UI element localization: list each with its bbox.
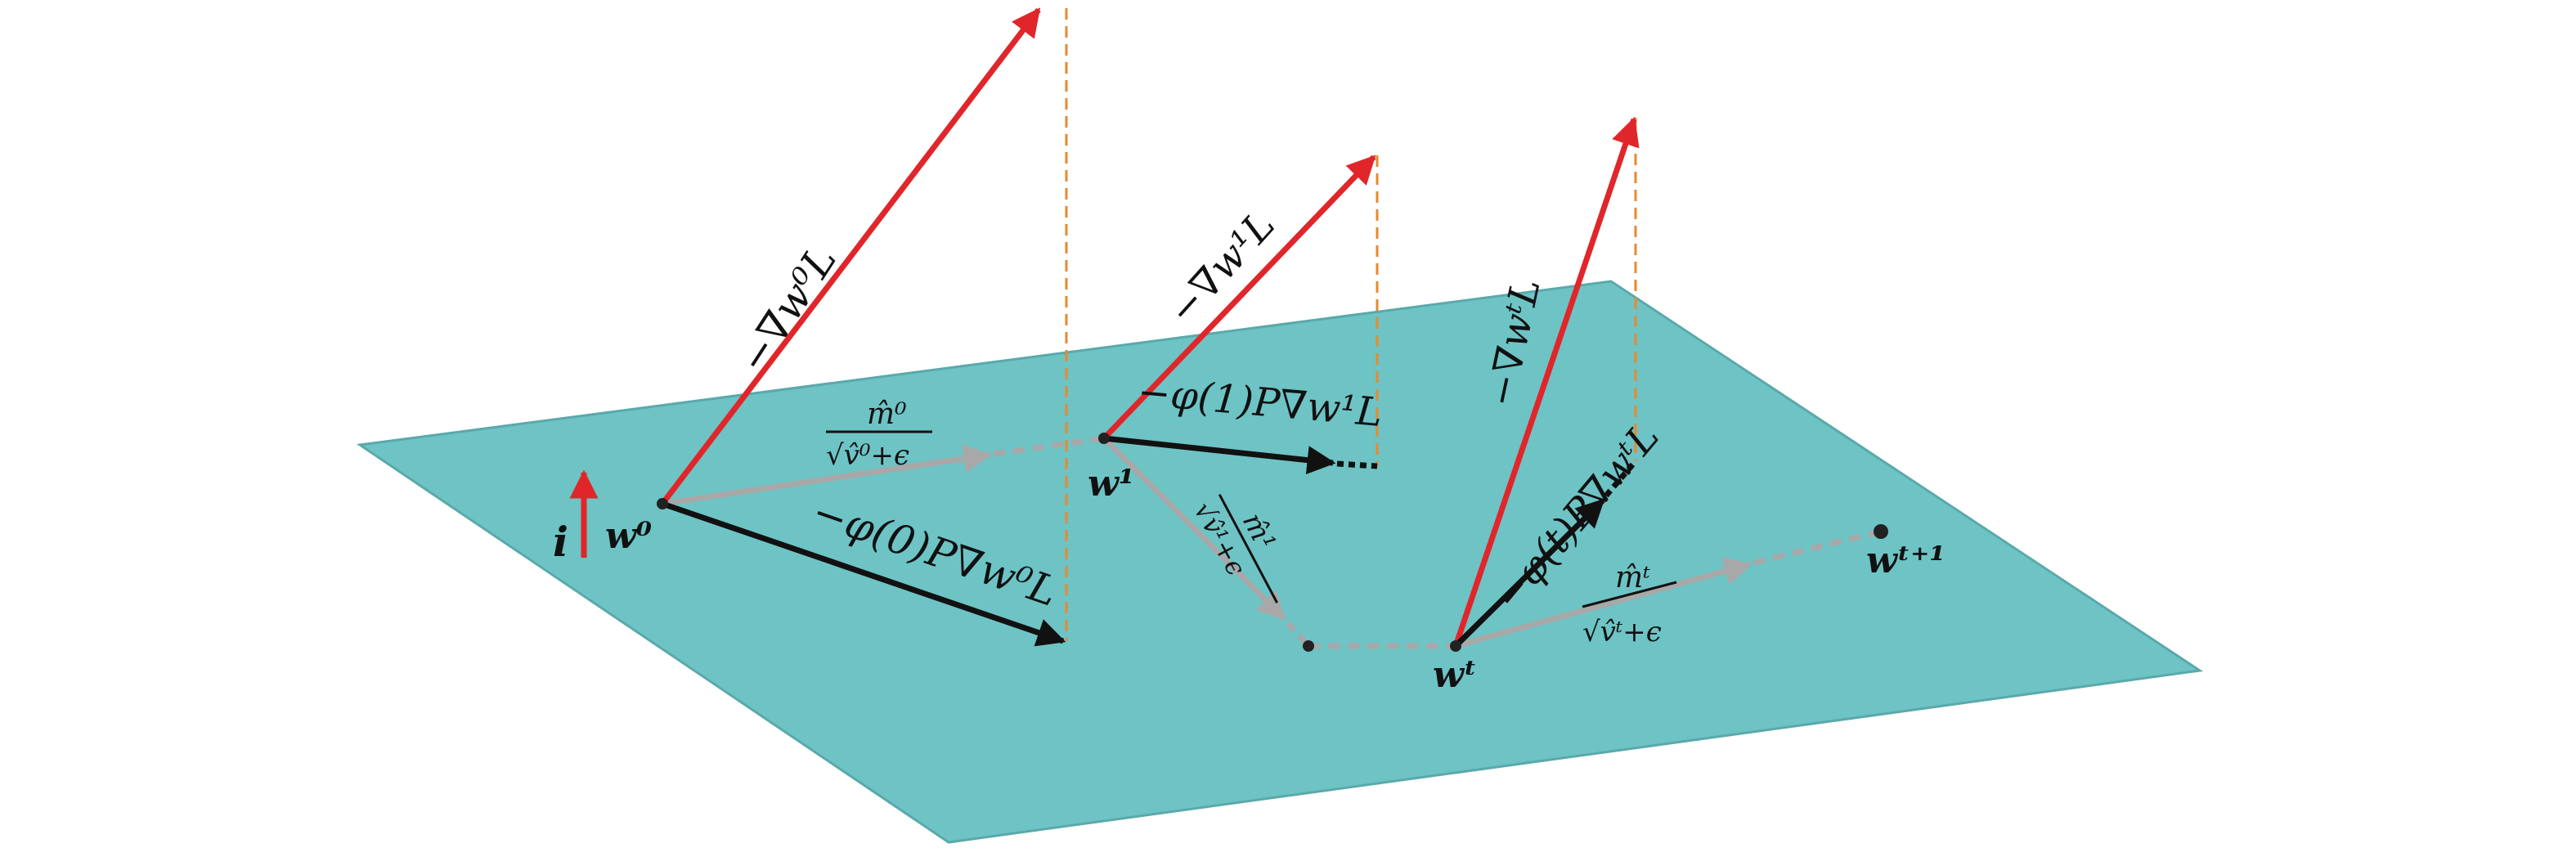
label-i: i <box>553 518 568 566</box>
gradient-arrow-1 <box>1102 155 1376 441</box>
adam1-fraction-bar <box>1218 493 1278 603</box>
gradient-arrow-t <box>1452 116 1640 648</box>
adam-arrow-0 <box>662 444 993 507</box>
adam0-denominator: √v̂⁰+ϵ <box>826 439 909 472</box>
projected-arrow-t <box>1453 498 1605 648</box>
projected-arrow-0 <box>661 500 1066 647</box>
gradient-arrow-0 <box>660 7 1041 506</box>
adamt-fraction-bar <box>1582 581 1677 608</box>
point-wt1 <box>1874 524 1888 539</box>
projected-gradients <box>661 435 1638 648</box>
adam-steps <box>662 435 1882 649</box>
label-adam0: m̂⁰ √v̂⁰+ϵ <box>826 397 932 472</box>
label-w1: w¹ <box>1088 463 1134 505</box>
projected-dash-t <box>1604 459 1638 498</box>
label-w0: w⁰ <box>605 515 652 557</box>
adam-arrow-1 <box>1102 436 1286 621</box>
point-w1 <box>1098 433 1110 444</box>
adamt-numerator: m̂ᵗ <box>1615 561 1650 595</box>
adam0-numerator: m̂⁰ <box>867 397 907 431</box>
gradients <box>569 7 1640 648</box>
point-w0 <box>657 498 668 509</box>
label-grad0: −∇w⁰L <box>729 237 846 382</box>
adamt-denominator: √v̂ᵗ+ϵ <box>1582 616 1662 648</box>
point-wt <box>1450 640 1461 652</box>
projected-arrow-1 <box>1103 435 1336 475</box>
label-wt: wᵗ <box>1433 654 1477 696</box>
projection-lines <box>1065 8 1637 641</box>
constraint-plane <box>356 280 2204 844</box>
label-adamt: m̂ᵗ √v̂ᵗ+ϵ <box>1582 561 1677 648</box>
label-wt1: wᵗ⁺¹ <box>1866 540 1945 581</box>
point-intermediate <box>1303 640 1314 652</box>
adam-dash-t <box>1753 528 1882 566</box>
points <box>657 433 1888 652</box>
adam-arrow-t <box>1455 557 1753 649</box>
